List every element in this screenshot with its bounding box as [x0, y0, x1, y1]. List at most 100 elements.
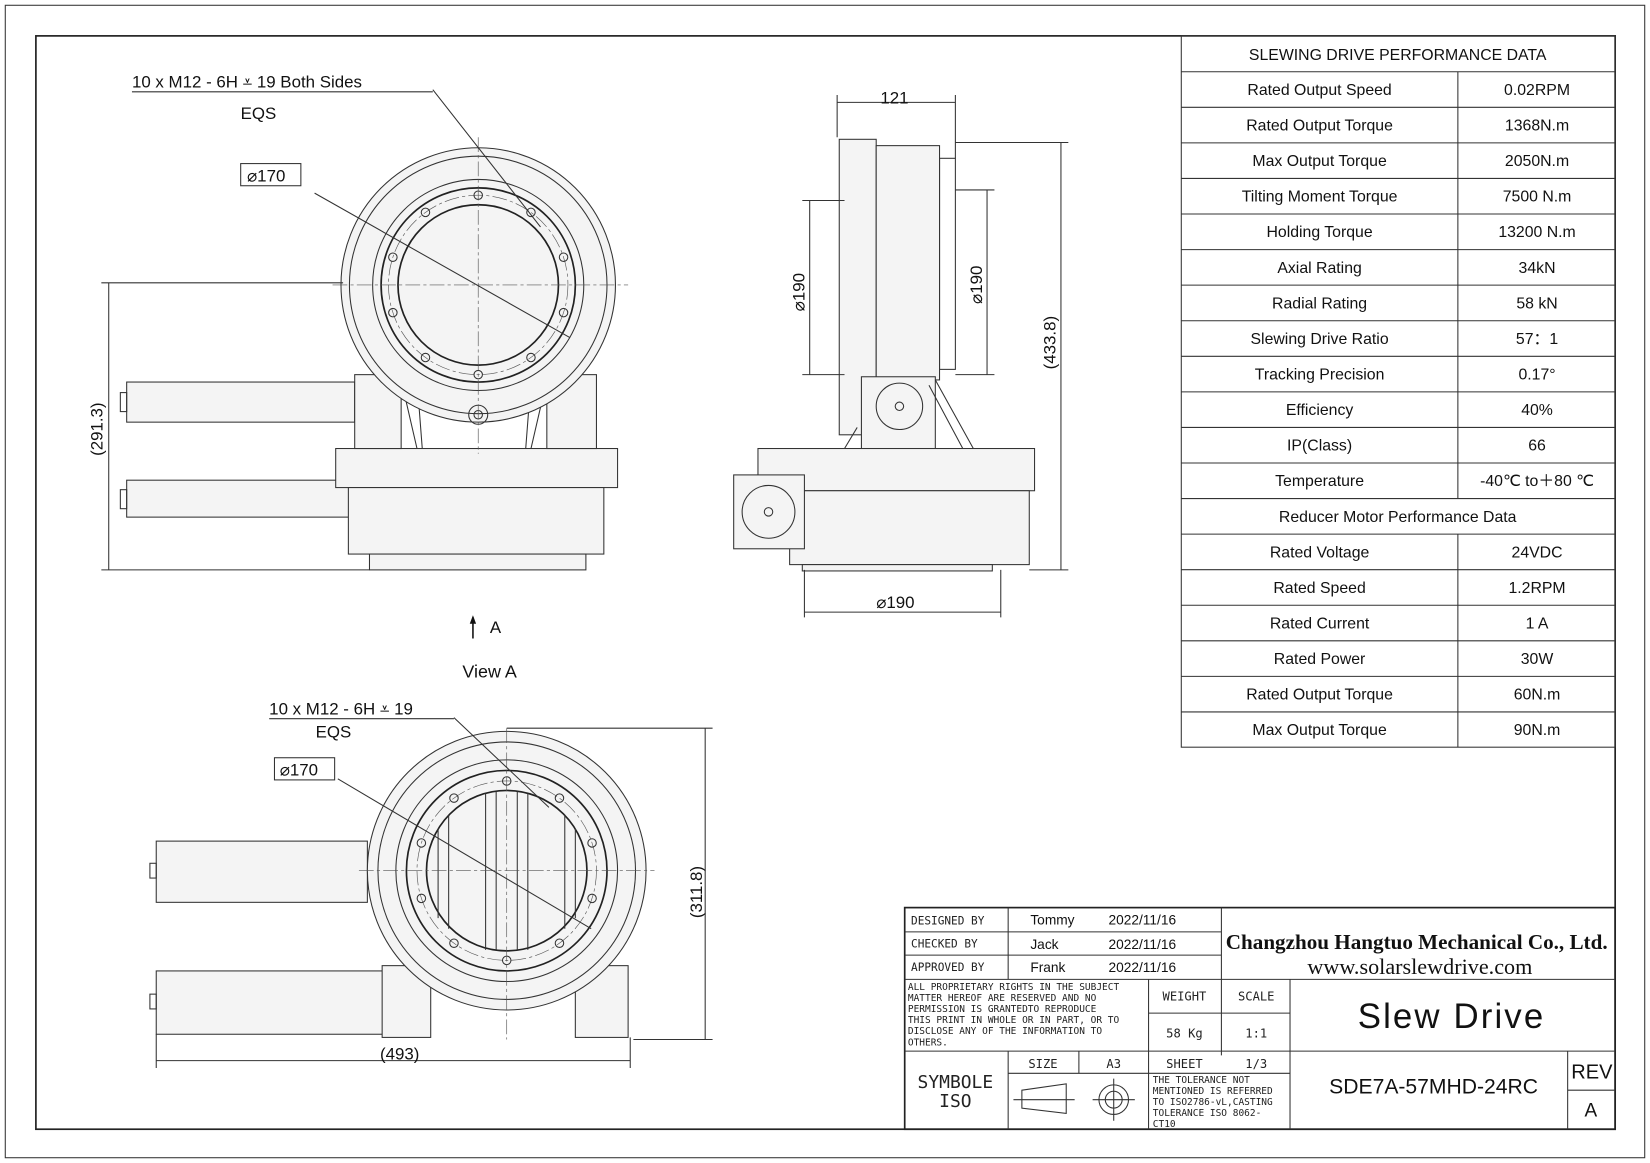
performance-table: SLEWING DRIVE PERFORMANCE DATA Rated Out…	[1180, 35, 1616, 748]
dim-190-right-label: ⌀190	[967, 266, 986, 304]
checked-date: 2022/11/16	[1108, 937, 1176, 952]
approver-name: Frank	[1030, 960, 1065, 975]
front-view: 10 x M12 - 6H ⩡ 19 Both Sides EQS ⌀170 (…	[87, 73, 629, 682]
tolerance-line: TO ISO2786-vL,CASTING	[1153, 1097, 1273, 1108]
bolt-hole	[587, 838, 597, 848]
weight-value: 58 Kg	[1166, 1026, 1203, 1040]
performance-value: 13200 N.m	[1498, 224, 1575, 241]
outer-border	[4, 4, 1646, 1159]
performance-value: 24VDC	[1512, 544, 1563, 561]
performance-label: Rated Output Torque	[1246, 687, 1393, 704]
performance-value: 7500 N.m	[1503, 189, 1572, 206]
performance-title: SLEWING DRIVE PERFORMANCE DATA	[1249, 47, 1547, 64]
dim-291-label: (291.3)	[87, 402, 106, 455]
approved-date: 2022/11/16	[1108, 960, 1176, 975]
rev-label: REV	[1571, 1062, 1613, 1084]
tolerance-line: TOLERANCE ISO 8062-	[1153, 1108, 1262, 1119]
size-value: A3	[1106, 1057, 1121, 1071]
dim-493-label: (493)	[380, 1045, 419, 1064]
bolt-hole	[388, 307, 398, 318]
bolt-hole	[416, 838, 427, 848]
tolerance-line: CT10	[1153, 1119, 1176, 1130]
view-arrow-label: A	[490, 618, 502, 637]
view-a-label: View A	[462, 662, 517, 682]
performance-label: Slewing Drive Ratio	[1251, 331, 1389, 348]
performance-value: 1.2RPM	[1508, 580, 1565, 597]
sheet-value: 1/3	[1245, 1057, 1267, 1071]
bottom-thread-callout: 10 x M12 - 6H ⩡ 19	[269, 699, 413, 718]
scale-label: SCALE	[1238, 989, 1275, 1003]
scale-value: 1:1	[1245, 1026, 1267, 1040]
performance-value: 1368N.m	[1505, 118, 1569, 135]
view-a: 10 x M12 - 6H ⩡ 19 EQS ⌀170 (311.8) (493…	[149, 699, 713, 1069]
performance-label: Efficiency	[1286, 402, 1354, 419]
rights-line: PERMISSION IS GRANTEDTO REPRODUCE	[908, 1004, 1097, 1015]
designed-by-label: DESIGNED BY	[911, 914, 985, 927]
bolt-hole	[449, 793, 459, 803]
performance-label: Rated Power	[1274, 651, 1366, 668]
performance-label: Rated Voltage	[1270, 544, 1370, 561]
designed-date: 2022/11/16	[1108, 912, 1176, 927]
bolt-hole	[554, 793, 565, 803]
performance-label: Temperature	[1275, 473, 1364, 490]
performance-value: 1 A	[1526, 615, 1549, 632]
checked-by-label: CHECKED BY	[911, 938, 978, 951]
title-block: DESIGNED BY CHECKED BY APPROVED BY Tommy…	[903, 906, 1617, 1130]
performance-label: Max Output Torque	[1252, 153, 1387, 170]
performance-label: Holding Torque	[1266, 224, 1372, 241]
symbol-line-2: ISO	[939, 1091, 971, 1112]
top-diameter-label: ⌀170	[247, 167, 285, 186]
dim-190-left-label: ⌀190	[789, 273, 808, 311]
performance-label: Radial Rating	[1272, 295, 1367, 312]
bolt-hole	[416, 893, 427, 904]
bolt-hole	[420, 352, 431, 363]
performance-value: 30W	[1521, 651, 1554, 668]
performance-label: Rated Current	[1270, 615, 1370, 632]
performance-value: 34kN	[1519, 260, 1556, 277]
performance-value: 57：1	[1516, 331, 1558, 348]
symbol-line-1: SYMBOLE	[918, 1072, 994, 1093]
performance-value: 60N.m	[1514, 687, 1561, 704]
performance-value: 66	[1528, 438, 1546, 455]
company-website: www.solarslewdrive.com	[1307, 954, 1532, 979]
top-thread-callout: 10 x M12 - 6H ⩡ 19 Both Sides	[132, 73, 362, 92]
bolt-hole	[388, 252, 398, 262]
dim-433-label: (433.8)	[1041, 316, 1060, 369]
rights-line: OTHERS.	[908, 1037, 948, 1048]
projection-symbol-icon	[1013, 1078, 1135, 1121]
tolerance-line: MENTIONED IS REFERRED	[1153, 1086, 1273, 1097]
tolerance-line: THE TOLERANCE NOT	[1153, 1075, 1250, 1086]
performance-value: 40%	[1521, 402, 1553, 419]
rights-line: MATTER HEREOF ARE RESERVED AND NO	[908, 993, 1097, 1004]
performance-value: 90N.m	[1514, 722, 1561, 739]
bottom-diameter-label: ⌀170	[280, 761, 318, 780]
bolt-hole	[526, 207, 536, 218]
side-view: 121 ⌀190 ⌀190 (433.8) ⌀190	[733, 88, 1069, 618]
bolt-hole	[449, 938, 459, 948]
checker-name: Jack	[1030, 937, 1058, 952]
bolt-hole	[558, 307, 569, 318]
bolt-hole	[558, 252, 569, 262]
drawing-title: Slew Drive	[1358, 997, 1546, 1036]
rights-line: ALL PROPRIETARY RIGHTS IN THE SUBJECT	[908, 982, 1120, 993]
top-eqs-label: EQS	[241, 104, 277, 123]
performance-label: Axial Rating	[1277, 260, 1361, 277]
performance-value: 0.17°	[1518, 367, 1555, 384]
size-label: SIZE	[1028, 1057, 1057, 1071]
performance-label: Rated Output Torque	[1246, 118, 1393, 135]
designer-name: Tommy	[1030, 912, 1074, 927]
dim-311-label: (311.8)	[687, 866, 706, 918]
performance-label: Rated Output Speed	[1247, 82, 1391, 99]
rights-line: DISCLOSE ANY OF THE INFORMATION TO	[908, 1026, 1102, 1037]
bottom-eqs-label: EQS	[316, 723, 352, 742]
dim-121-label: 121	[880, 88, 908, 107]
performance-label: Rated Speed	[1273, 580, 1365, 597]
rights-line: THIS PRINT IN WHOLE OR IN PART, OR TO	[908, 1015, 1120, 1026]
company-name: Changzhou Hangtuo Mechanical Co., Ltd.	[1226, 930, 1608, 954]
part-number: SDE7A-57MHD-24RC	[1329, 1075, 1538, 1098]
performance-label: Tracking Precision	[1255, 367, 1385, 384]
weight-label: WEIGHT	[1163, 989, 1208, 1003]
dim-190-bottom-label: ⌀190	[876, 593, 914, 612]
performance-label: IP(Class)	[1287, 438, 1352, 455]
